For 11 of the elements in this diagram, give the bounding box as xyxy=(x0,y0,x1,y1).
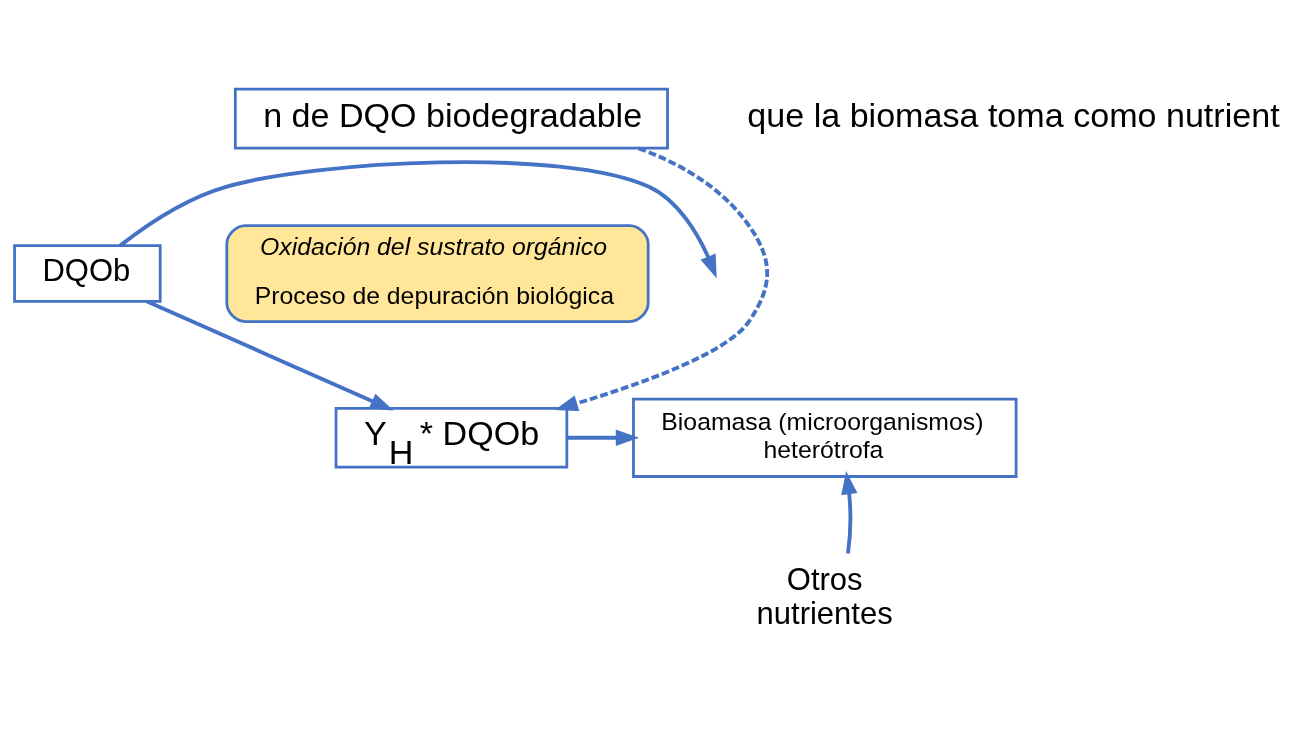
arrow xyxy=(841,470,858,554)
node-box: Bioamasa (microorganismos) heterótrofa xyxy=(632,397,1018,478)
arrow xyxy=(567,429,640,446)
node-box: DQOb xyxy=(13,244,162,303)
node-box: Oxidación del sustrato orgánico Proceso de depuración biológica xyxy=(225,224,650,323)
node-text: Otros nutrientes xyxy=(756,561,893,631)
node-box: n de DQO biodegradable xyxy=(233,87,669,150)
arrow xyxy=(118,160,717,279)
arrow xyxy=(146,299,394,411)
arrow xyxy=(554,146,770,412)
node-label: que la biomasa toma como nutrient xyxy=(747,96,1280,135)
